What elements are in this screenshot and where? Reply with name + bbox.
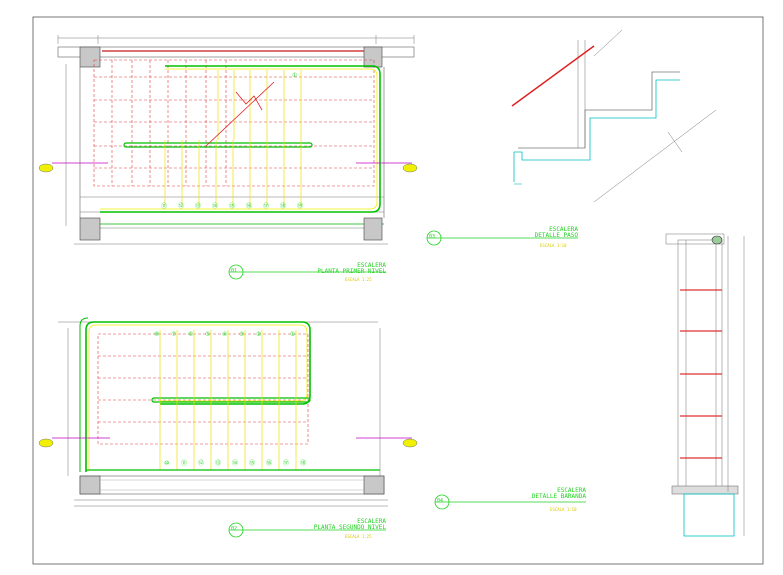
middle-handrail [123, 142, 313, 148]
step-mark: ② [256, 331, 262, 338]
detail-step-title-2: DETALLE PASO [534, 232, 578, 239]
step-mark: ⑭ [212, 203, 219, 210]
railing-outline [100, 65, 381, 213]
plan1-title-2: PLANTA PRIMER NIVEL [317, 268, 386, 275]
detail-railing-title-2: DETALLE BARANDA [531, 493, 586, 500]
plan2-title-1: ESCALERA [357, 518, 386, 525]
detail-step-title-1: ESCALERA [549, 226, 578, 233]
column-right-bottom [363, 217, 383, 241]
step-mark: ⑤ [205, 331, 211, 338]
plan1-number: 01 [231, 268, 238, 274]
step-mark: ⑲ [297, 203, 304, 210]
column-left-bottom [79, 217, 101, 241]
column-left-top [79, 46, 101, 68]
step-mark: ⑦ [171, 331, 177, 338]
step-mark: ⑩ [164, 460, 170, 467]
detail-paso [511, 29, 717, 203]
wall-top [57, 46, 415, 58]
step-mark: ⑱ [280, 203, 287, 210]
step-mark: ⑮ [229, 203, 236, 210]
step-mark: ⑧ [154, 331, 160, 338]
step-mark: ⑯ [246, 203, 253, 210]
plan2-bottom-marks: ⑩ ⑪ ⑫ ⑬ ⑭ ⑮ ⑯ ⑰ ⑱ [164, 460, 324, 468]
handrail-profile [711, 235, 723, 245]
step-mark: ⑥ [188, 331, 194, 338]
title-markers [228, 230, 586, 538]
step-mark: ⑰ [283, 460, 290, 467]
step-mark: ⑮ [249, 460, 256, 467]
stair-profile [518, 71, 680, 149]
detail-railing-number: 04 [437, 498, 444, 504]
plan1-scale: ESCALA 1:25 [345, 277, 372, 282]
post [677, 239, 723, 491]
step-mark: ⑪ [181, 460, 188, 467]
section-mark-right [402, 163, 418, 173]
step-mark: ① [290, 331, 296, 338]
column-right-top [363, 46, 383, 68]
section-mark-left [38, 163, 54, 173]
plan2-top-marks: ⑧ ⑦ ⑥ ⑤ ④ ③ ② ① [154, 331, 314, 339]
detail-baranda [665, 233, 745, 537]
step-mark: ④ [222, 331, 228, 338]
step-mark: ⑯ [266, 460, 273, 467]
wall-bottom-2 [79, 475, 385, 495]
step-mark: ⑬ [195, 203, 202, 210]
footing [683, 493, 735, 537]
step-mark: ⑬ [215, 460, 222, 467]
step-mark: ⑪ [161, 203, 168, 210]
plan2-scale: ESCALA 1:25 [345, 534, 372, 539]
plan-primer-nivel [38, 35, 418, 245]
sheet-border [32, 16, 764, 565]
plan-segundo-nivel [38, 317, 418, 507]
step-mark: ⑫ [198, 460, 205, 467]
detail-railing-title-1: ESCALERA [557, 487, 586, 494]
step-mark: ③ [239, 331, 245, 338]
detail-step-scale: ESCALA 1:10 [540, 243, 567, 248]
middle-handrail-2 [151, 397, 311, 403]
handrail-section [511, 45, 595, 107]
detail-railing-scale: ESCALA 1:10 [550, 507, 577, 512]
step-mark: ⑫ [178, 203, 185, 210]
step-mark: ⑭ [232, 460, 239, 467]
plan1-top-mark: ① [292, 72, 298, 79]
plan1-title-1: ESCALERA [357, 262, 386, 269]
step-mark: ⑱ [300, 460, 307, 467]
plan1-step-marks: ⑪ ⑫ ⑬ ⑭ ⑮ ⑯ ⑰ ⑱ ⑲ [161, 203, 321, 211]
plan2-title-2: PLANTA SEGUNDO NIVEL [313, 524, 386, 531]
detail-step-number: 03 [429, 234, 436, 240]
railing-outline-2 [85, 321, 311, 472]
step-mark: ⑰ [263, 203, 270, 210]
plan2-number: 02 [231, 526, 238, 532]
